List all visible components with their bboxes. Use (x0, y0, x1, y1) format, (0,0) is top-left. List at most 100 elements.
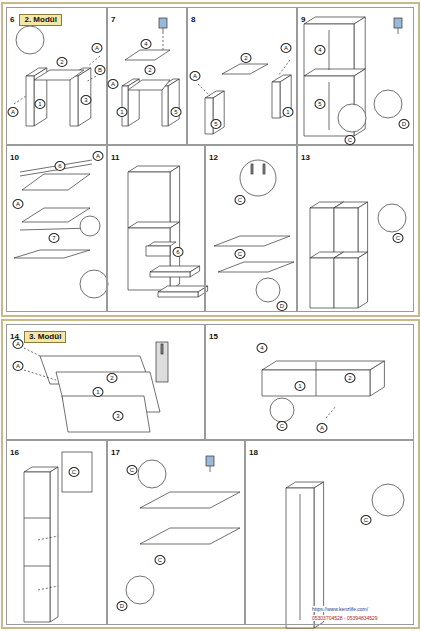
callout-label: A (8, 107, 19, 117)
screwdriver (206, 456, 214, 466)
callout-label: C (393, 233, 404, 243)
contact-info: 05303704528 - 05394834529 (312, 615, 378, 621)
guide-line (24, 566, 50, 567)
panel-face (122, 86, 128, 126)
panel-face (304, 24, 354, 76)
panel-face (272, 82, 280, 118)
panel-face (140, 492, 240, 508)
panel-face (148, 242, 176, 246)
panel-face (14, 250, 90, 258)
callout-label: A (190, 71, 201, 81)
callout-label: 4 (141, 39, 152, 49)
screwdriver (394, 18, 402, 28)
callout-label: 3 (81, 95, 92, 105)
module-heading: 3. Modül (24, 331, 66, 343)
panel-face (150, 272, 190, 277)
callout-label: 2 (107, 373, 118, 383)
step-panel: 8 (187, 7, 297, 145)
step-panel: 15 (205, 324, 414, 440)
callout-label: C (69, 467, 80, 477)
step-panel: 16 (6, 440, 107, 625)
panel-face (262, 361, 384, 370)
callout-label: 2 (345, 373, 356, 383)
guide-line (198, 84, 210, 96)
detail-circle (338, 104, 366, 132)
callout-label: 2 (241, 53, 252, 63)
screw (251, 164, 253, 174)
step-number: 16 (7, 448, 22, 458)
screwdriver (159, 18, 167, 28)
callout-label: D (117, 601, 128, 611)
callout-label: C (345, 135, 356, 145)
callout-label: 3 (113, 411, 124, 421)
callout-label: C (277, 421, 288, 431)
detail-circle (240, 160, 276, 196)
callout-label: 5 (171, 107, 182, 117)
detail-circle (378, 204, 406, 232)
panel-face (370, 361, 384, 396)
callout-label: 1 (117, 107, 128, 117)
callout-label: A (281, 43, 292, 53)
panel-face (334, 258, 358, 308)
callout-label: 1 (283, 107, 294, 117)
panel-face (358, 202, 368, 258)
panel-face (22, 208, 90, 222)
guide-line (24, 370, 56, 380)
step-panel: 9 (297, 7, 414, 145)
panel-face (286, 488, 314, 628)
guide-line (329, 30, 330, 70)
panel-face (222, 64, 268, 74)
panel-face (26, 76, 34, 126)
panel-face (22, 174, 90, 190)
callout-label: A (13, 199, 24, 209)
callout-label: 1 (295, 381, 306, 391)
callout-label: A (317, 423, 328, 433)
step-number: 12 (206, 153, 221, 163)
panel-face (125, 50, 170, 60)
panel-face (170, 166, 180, 228)
step-number: 7 (108, 15, 118, 25)
panel-face (198, 286, 208, 297)
callout-label: 1 (93, 387, 104, 397)
panel-face (70, 76, 78, 126)
panel-face (168, 79, 179, 126)
guide-line (210, 466, 211, 472)
callout-label: 7 (49, 233, 60, 243)
section-frame (2, 3, 419, 316)
callout-label: C (361, 515, 372, 525)
guide-line (329, 82, 330, 130)
panel-face (24, 472, 50, 622)
panel-face (62, 396, 150, 432)
step-panel: 18 (245, 440, 414, 625)
step-panel: 13 (297, 145, 414, 312)
callout-label: 4 (257, 343, 268, 353)
callout-label: 6 (55, 161, 66, 171)
callout-label: A (93, 151, 104, 161)
guide-line (86, 76, 96, 82)
panel-face (218, 262, 294, 272)
callout-label: 5 (211, 119, 222, 129)
step-number: 10 (7, 153, 22, 163)
detail-circle (372, 484, 404, 516)
screw (161, 344, 163, 354)
guide-line (278, 60, 290, 76)
contact-info: https://www.kenzlife.com/ (312, 606, 368, 612)
callout-label: C (235, 195, 246, 205)
guide-line (163, 36, 164, 50)
step-panel: 7 (107, 7, 187, 145)
callout-label: 5 (315, 99, 326, 109)
panel-face (50, 467, 58, 622)
guide-line (316, 362, 317, 396)
callout-label: 6 (173, 247, 184, 257)
step-number: 18 (246, 448, 261, 458)
callout-label: 1 (35, 99, 46, 109)
detail-circle (80, 270, 108, 298)
callout-label: A (13, 339, 24, 349)
panel-face (162, 86, 168, 126)
callout-label: A (13, 361, 24, 371)
panel-face (146, 246, 170, 256)
panel-face (128, 228, 170, 290)
guide-line (398, 28, 399, 34)
callout-label: 2 (57, 57, 68, 67)
